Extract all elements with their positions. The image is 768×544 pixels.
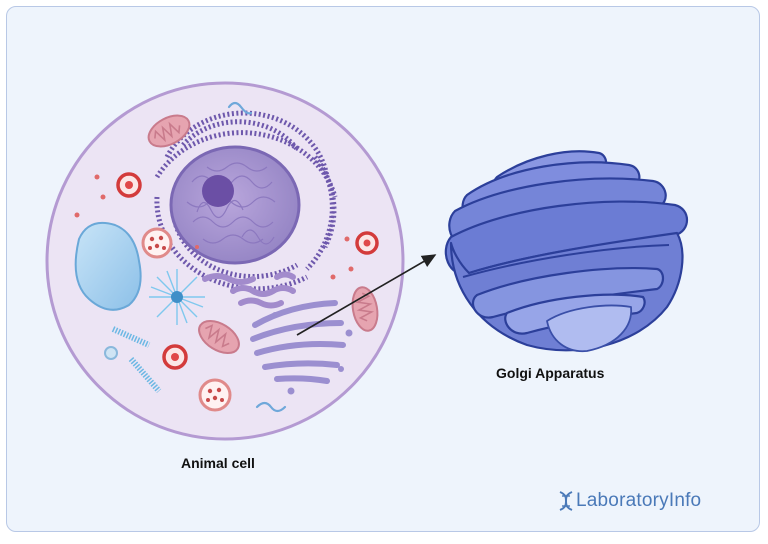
logo-text: LaboratoryInfo xyxy=(576,490,702,511)
lysosome-2 xyxy=(162,344,188,370)
vesicle-1 xyxy=(141,227,173,259)
small-vesicle-blue xyxy=(104,346,118,360)
golgi-cisterna-5 xyxy=(471,267,665,319)
lysosome-3 xyxy=(355,231,379,255)
centrosome xyxy=(149,269,205,325)
animal-cell xyxy=(45,81,405,441)
microtubules xyxy=(111,326,162,393)
pointer-arrow xyxy=(296,254,437,336)
squiggle-top xyxy=(227,101,253,115)
nucleus xyxy=(169,145,301,265)
figure-frame: Animal cell Golgi Apparatus LaboratoryIn… xyxy=(6,6,760,532)
dna-icon xyxy=(559,491,573,511)
golgi-apparatus xyxy=(444,150,689,353)
golgi-lumen xyxy=(546,304,632,353)
mitochondrion-bottom xyxy=(198,319,240,355)
mitochondrion-right xyxy=(351,286,379,332)
vacuole xyxy=(74,221,142,311)
lysosome-1 xyxy=(116,172,142,198)
diagram-canvas xyxy=(45,81,689,441)
golgi-apparatus-label: Golgi Apparatus xyxy=(496,365,605,381)
animal-cell-label: Animal cell xyxy=(181,455,255,471)
laboratoryinfo-logo: LaboratoryInfo xyxy=(556,490,701,512)
vesicle-2 xyxy=(198,378,232,412)
cell-golgi xyxy=(250,300,353,395)
mitochondrion-top xyxy=(147,114,191,148)
smooth-endoplasmic-reticulum xyxy=(202,271,296,309)
squiggle-bottom xyxy=(255,401,287,413)
chromatin xyxy=(186,162,276,245)
ribosome-dots xyxy=(74,174,354,280)
nucleolus xyxy=(202,175,234,207)
